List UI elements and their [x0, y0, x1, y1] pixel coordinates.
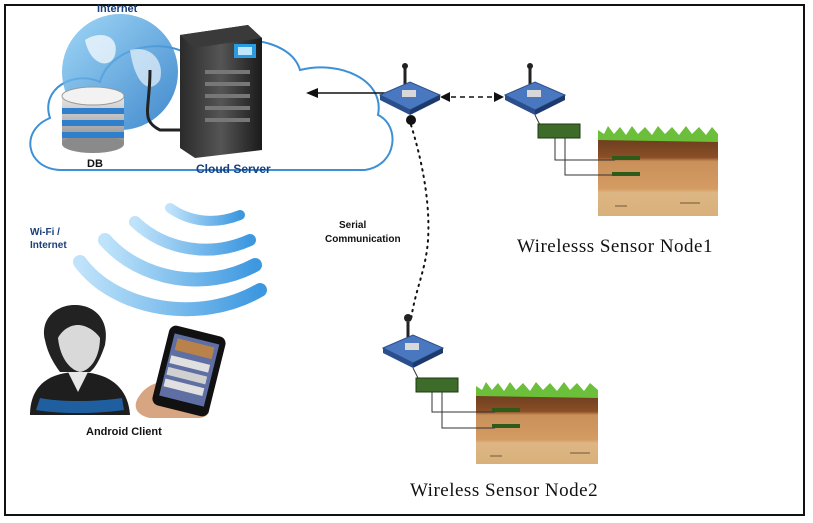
person-icon — [30, 305, 130, 415]
internet-label: Internet — [97, 3, 138, 15]
cloud-server-icon — [146, 25, 262, 158]
node1-label: Wirelesss Sensor Node1 — [517, 236, 713, 257]
link-gateway-node1 — [440, 92, 504, 102]
serial-link — [406, 115, 430, 321]
wifi-internet-label-line2: Internet — [30, 240, 67, 251]
arrow-to-server — [306, 88, 385, 98]
node2-label: Wireless Sensor Node2 — [410, 480, 599, 501]
cloud-server-label: Cloud Server — [196, 162, 271, 176]
gateway-mote-icon — [378, 63, 442, 115]
android-client-label: Android Client — [86, 426, 162, 438]
node2-soil-sensor — [412, 367, 598, 464]
smartphone-icon — [135, 325, 226, 418]
database-icon — [61, 86, 125, 153]
node1-soil-sensor — [534, 114, 718, 216]
serial-label-line2: Communication — [325, 234, 401, 245]
db-label: DB — [87, 158, 103, 170]
serial-label-line1: Serial — [339, 220, 367, 231]
wifi-signal-icon — [73, 203, 267, 317]
node1-mote-icon — [503, 63, 567, 115]
node2-mote-icon — [381, 314, 445, 368]
wifi-internet-label-line1: Wi-Fi / — [30, 227, 60, 238]
